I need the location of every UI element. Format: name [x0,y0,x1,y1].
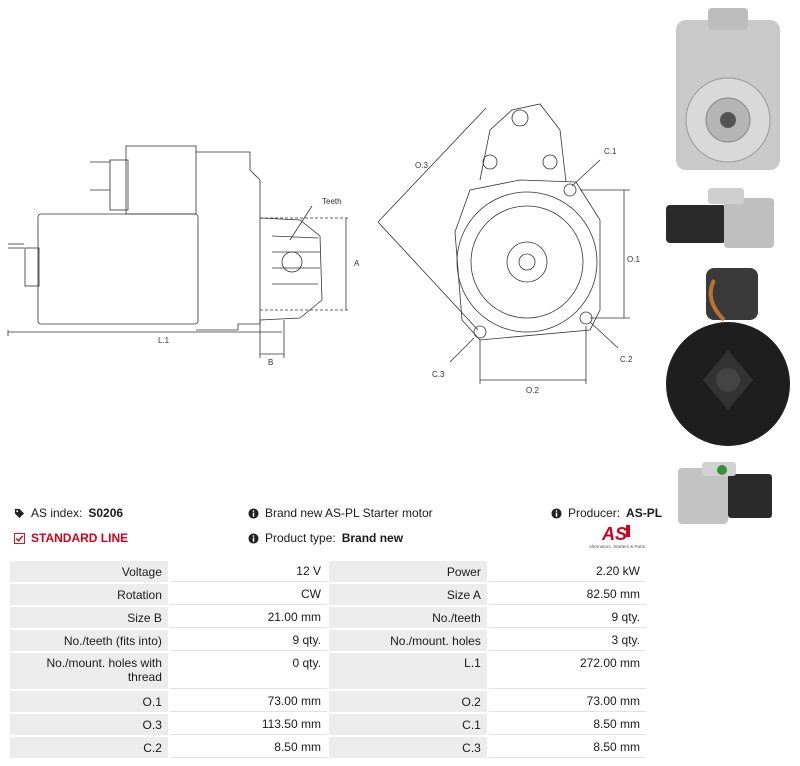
photo-side [666,188,774,248]
logo-tagline: Alternators, Starters & Parts [588,544,646,549]
producer-value: AS-PL [626,506,663,520]
spec-value: 8.50 mm [488,714,646,735]
technical-drawing: Teeth A B L.1 O.3 C.1 O.1 C.2 C.3 O.2 [7,103,640,395]
label-teeth: Teeth [322,197,342,206]
spec-label: No./teeth (fits into) [10,630,168,651]
label-a: A [354,259,360,268]
as-logo-mark: AS [602,524,630,543]
spec-label: No./mount. holes with thread [10,653,168,689]
spec-label: Voltage [10,561,168,582]
photo-front-nose [676,8,780,170]
spec-label: No./mount. holes [328,630,487,651]
standard-line-row: STANDARD LINE [14,531,128,545]
label-c3: C.3 [432,370,445,379]
spec-value: CW [169,584,327,605]
label-c2: C.2 [620,355,633,364]
product-type-label: Product type: [265,531,336,545]
description-row: Brand new AS-PL Starter motor [248,506,433,520]
info-circle-icon [248,532,259,544]
spec-value: 82.50 mm [488,584,646,605]
spec-value: 21.00 mm [169,607,327,628]
tags-icon [14,508,25,518]
logo-mark-text: AS [602,524,627,543]
info-circle-icon [551,507,562,519]
product-type-value: Brand new [341,531,404,545]
as-index-label: AS index: [31,506,83,520]
spec-row: No./teeth (fits into)9 qty.No./mount. ho… [10,630,646,651]
spec-value: 272.00 mm [488,653,646,689]
check-square-icon [14,532,25,544]
info-circle-icon [248,507,259,519]
spec-value: 2.20 kW [488,561,646,582]
label-o3: O.3 [415,161,428,170]
standard-line-label: STANDARD LINE [31,531,129,545]
spec-label: Power [328,561,487,582]
label-b: B [268,358,273,367]
label-c1: C.1 [604,147,617,156]
spec-value: 73.00 mm [488,691,646,712]
spec-label: No./teeth [328,607,487,628]
spec-label: O.2 [328,691,487,712]
spec-value: 8.50 mm [488,737,646,758]
as-pl-logo: AS Alternators, Starters & Parts [584,523,650,553]
spec-value: 9 qty. [169,630,327,651]
spec-value: 12 V [169,561,327,582]
spec-label: Rotation [10,584,168,605]
as-index-value: S0206 [88,506,124,520]
spec-label: O.1 [10,691,168,712]
producer-row: Producer: AS-PL [551,506,662,520]
label-o2: O.2 [526,386,539,395]
product-photos [666,8,790,524]
producer-label: Producer: [568,506,621,520]
label-l1: L.1 [158,336,170,345]
spec-value: 113.50 mm [169,714,327,735]
spec-value: 0 qty. [169,653,327,689]
spec-label: L.1 [328,653,487,689]
spec-label: C.3 [328,737,487,758]
as-index-row: AS index: S0206 [14,506,123,520]
product-type-row: Product type: Brand new [248,531,403,545]
label-o1: O.1 [627,255,640,264]
spec-label: Size A [328,584,487,605]
spec-label: Size B [10,607,168,628]
spec-label: C.1 [328,714,487,735]
photo-rear [666,268,790,446]
spec-value: 8.50 mm [169,737,327,758]
spec-value: 3 qty. [488,630,646,651]
spec-label: O.3 [10,714,168,735]
spec-value: 73.00 mm [169,691,327,712]
product-description: Brand new AS-PL Starter motor [265,506,433,520]
spec-label: C.2 [10,737,168,758]
spec-value: 9 qty. [488,607,646,628]
photo-solenoid-side [678,462,772,524]
